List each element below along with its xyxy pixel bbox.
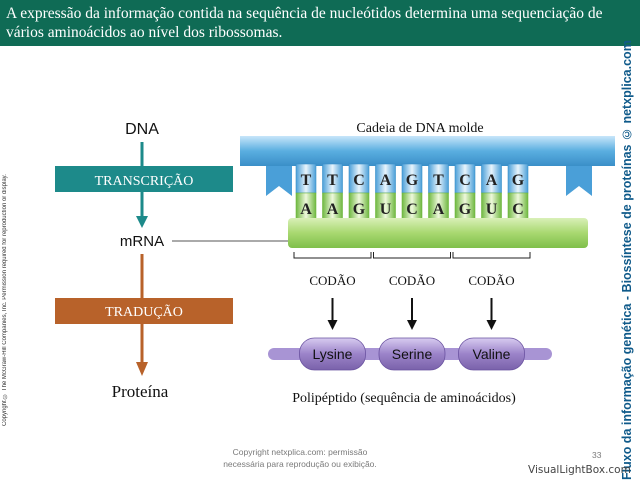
codon-arrow-head (327, 320, 338, 330)
mrna-base-letter: A (300, 201, 312, 218)
dna-label: DNA (125, 121, 159, 138)
translation-box (55, 298, 233, 324)
watermark: VisualLightBox.com (528, 464, 631, 476)
amino-acid-label: Serine (392, 346, 433, 362)
footer-copyright-note: Copyright netxplica.com: permissão neces… (200, 446, 400, 470)
codon-arrow-head (486, 320, 497, 330)
amino-acid-shape (378, 337, 446, 371)
footer-note-line-1: Copyright netxplica.com: permissão (232, 447, 368, 457)
codon-label: CODÃO (468, 273, 514, 288)
page-number: 33 (592, 450, 602, 460)
header-text: A expressão da informação contida na seq… (6, 5, 603, 41)
codon-label: CODÃO (389, 273, 435, 288)
dna-base-letter: T (301, 172, 312, 189)
amino-acid-label: Valine (473, 346, 511, 362)
translation-label: TRADUÇÃO (105, 304, 183, 320)
mrna-backbone (288, 218, 588, 248)
footer-note-line-2: necessária para reprodução ou exibição. (223, 459, 377, 469)
dna-base-letter: A (486, 172, 498, 189)
dna-base-letter: C (459, 172, 471, 189)
side-caption: Fluxo da informação genética - Biossínte… (620, 40, 634, 480)
mrna-base-letter: C (406, 201, 418, 218)
dna-base-letter: T (327, 172, 338, 189)
transcription-box (55, 166, 233, 192)
amino-acid-shape (299, 337, 366, 371)
polypeptide-label: Polipéptido (sequência de aminoácidos) (292, 391, 516, 406)
dna-base-letter: G (512, 172, 525, 189)
mrna-base-letter: G (353, 201, 366, 218)
transcription-label: TRANSCRIÇÃO (95, 173, 194, 189)
mrna-base-letter: A (327, 201, 339, 218)
codon-bracket (452, 252, 531, 259)
dna-end-tab-left (266, 166, 292, 196)
mrna-base-letter: G (459, 201, 472, 218)
protein-label: Proteína (112, 382, 169, 401)
copyright-vertical-text: Copyright © The McGraw-Hill Companies, I… (2, 174, 8, 426)
codon-arrow-head (407, 320, 417, 330)
codon-group: CODÃO CODÃO CODÃO (293, 252, 531, 330)
codon-label: CODÃO (309, 273, 355, 288)
dna-to-mrna-arrow-head (136, 216, 148, 228)
amino-acid-shape (458, 337, 525, 371)
slide-area: DNA TRANSCRIÇÃO mRNA TRADUÇÃO Proteína C… (0, 46, 640, 464)
header-banner: A expressão da informação contida na seq… (0, 0, 640, 46)
mrna-to-protein-arrow-head (136, 362, 148, 376)
dna-base-letter: T (433, 172, 444, 189)
dna-base-letter: A (380, 172, 392, 189)
codon-bracket (373, 252, 451, 259)
mrna-base-letter: A (433, 201, 445, 218)
dna-end-tab-right (566, 166, 592, 196)
mrna-label: mRNA (120, 233, 164, 250)
gene-expression-diagram: DNA TRANSCRIÇÃO mRNA TRADUÇÃO Proteína C… (55, 121, 615, 406)
amino-acid-group: Lysine Serine Valine (299, 337, 525, 371)
amino-acid-label: Lysine (313, 346, 353, 362)
mrna-base-letter: C (512, 201, 524, 218)
codon-bracket (293, 252, 372, 259)
mrna-base-letter: U (380, 201, 392, 218)
template-strand-label: Cadeia de DNA molde (356, 121, 483, 136)
dna-base-letter: C (353, 172, 365, 189)
mrna-base-letter: U (486, 201, 498, 218)
dna-backbone (240, 136, 615, 166)
dna-base-letter: G (406, 172, 419, 189)
